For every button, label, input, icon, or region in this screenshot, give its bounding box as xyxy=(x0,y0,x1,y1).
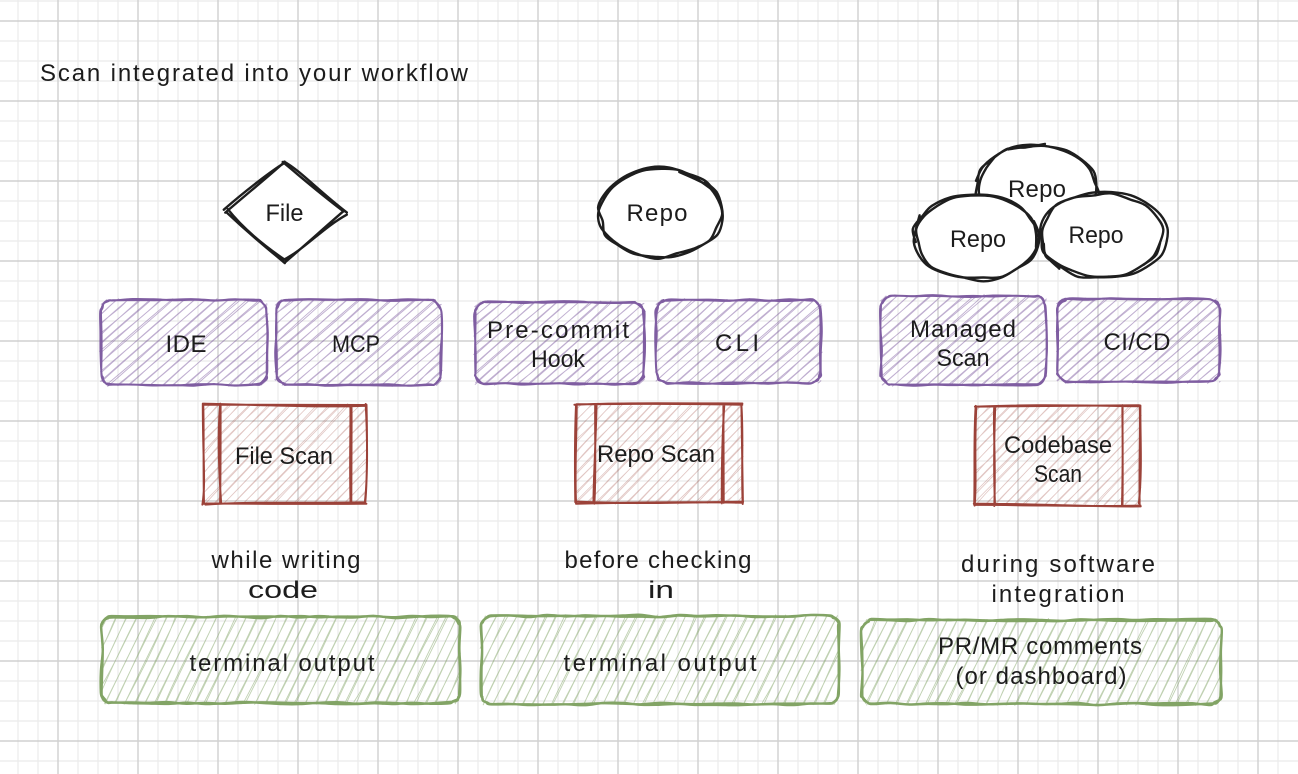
svg-text:in: in xyxy=(648,577,674,604)
svg-text:File Scan: File Scan xyxy=(235,443,333,470)
svg-text:Repo: Repo xyxy=(627,200,688,227)
svg-text:Managed: Managed xyxy=(910,316,1016,343)
svg-text:Repo Scan: Repo Scan xyxy=(597,441,715,468)
svg-text:Scan: Scan xyxy=(937,345,990,372)
svg-text:MCP: MCP xyxy=(332,331,380,358)
svg-text:Hook: Hook xyxy=(531,346,586,373)
svg-text:terminal output: terminal output xyxy=(190,650,375,677)
svg-text:integration: integration xyxy=(992,581,1125,608)
svg-text:during software: during software xyxy=(961,551,1155,578)
svg-text:Scan: Scan xyxy=(1034,461,1082,488)
svg-text:File: File xyxy=(266,200,304,227)
svg-text:Repo: Repo xyxy=(1069,222,1124,249)
svg-text:terminal output: terminal output xyxy=(564,650,757,677)
svg-text:while writing: while writing xyxy=(211,547,361,574)
svg-text:CI/CD: CI/CD xyxy=(1104,329,1171,356)
svg-text:Scan integrated into your work: Scan integrated into your workflow xyxy=(40,60,469,87)
svg-text:PR/MR comments: PR/MR comments xyxy=(938,633,1142,660)
svg-text:Repo: Repo xyxy=(950,226,1006,253)
svg-text:CLI: CLI xyxy=(715,330,759,357)
svg-text:Pre-commit: Pre-commit xyxy=(487,317,629,344)
svg-text:code: code xyxy=(248,577,318,604)
svg-text:before checking: before checking xyxy=(565,547,752,574)
svg-text:Repo: Repo xyxy=(1008,176,1066,203)
svg-text:Codebase: Codebase xyxy=(1004,432,1112,459)
svg-text:IDE: IDE xyxy=(166,331,207,358)
svg-text:(or dashboard): (or dashboard) xyxy=(956,663,1127,690)
